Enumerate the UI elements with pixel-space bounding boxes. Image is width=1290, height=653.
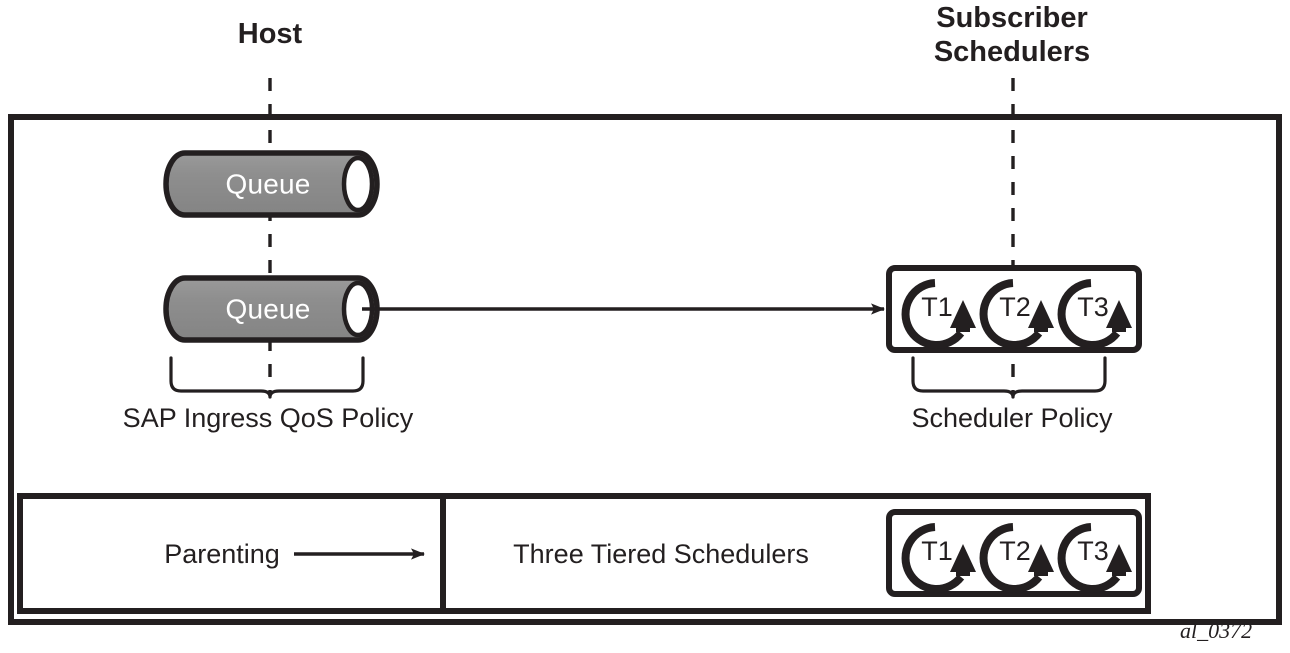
parenting-label: Parenting [164,539,280,569]
queue-label-2: Queue [225,293,311,325]
tier-label-t1: T1 [921,291,953,322]
sap-ingress-qos-policy-label: SAP Ingress QoS Policy [122,403,414,433]
host-label: Host [237,18,303,50]
bottom-tier-icon-t2 [979,523,1054,593]
scheduler-policy-box [886,265,1142,353]
bottom-tier-icon-t1 [901,523,976,593]
queue-cylinder-1 [163,150,380,218]
scheduler-policy-brace [911,356,1107,399]
figure-caption: al_0372 [1180,618,1253,643]
bottom-tier-icon-t3 [1057,523,1132,593]
bottom-tier-label-t1: T1 [921,535,953,566]
bottom-tier-label-t2: T2 [999,535,1031,566]
three-tiered-schedulers-label: Three Tiered Schedulers [513,539,809,569]
tier-icon-t3 [1057,279,1132,349]
queue-label-1: Queue [225,168,311,200]
outer-container [8,114,1282,625]
subscriber-schedulers-label-line1: Subscriber [936,2,1088,34]
tier-label-t3: T3 [1077,291,1109,322]
subscriber-schedulers-label-line2: Schedulers [933,36,1091,68]
bottom-tier-label-t3: T3 [1077,535,1109,566]
tier-label-t2: T2 [999,291,1031,322]
sap-ingress-brace [169,356,365,399]
scheduler-policy-label: Scheduler Policy [911,403,1113,433]
tier-icon-t1 [901,279,976,349]
bottom-scheduler-box [886,509,1142,597]
tier-icon-t2 [979,279,1054,349]
